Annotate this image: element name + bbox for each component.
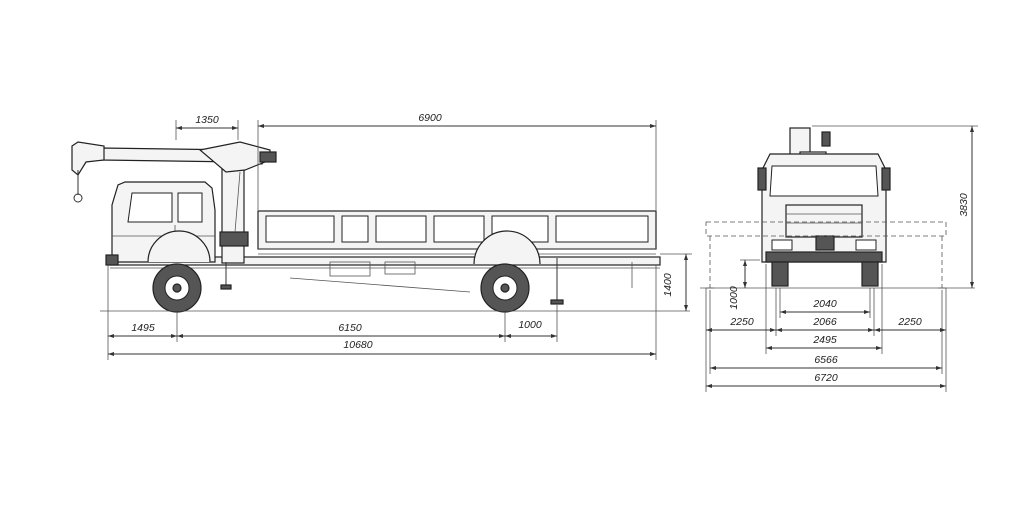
headlight-right xyxy=(855,239,877,251)
front-wheel-right xyxy=(861,261,879,287)
dim-label-total-height: 3830 xyxy=(958,193,970,217)
front-wheel-left xyxy=(771,261,789,287)
fuel-tank xyxy=(329,261,371,277)
dim-label-wheelbase: 6150 xyxy=(338,322,362,334)
dim-label-outrigger-right: 2250 xyxy=(897,316,922,328)
dim-wheelbase: 6150 xyxy=(177,312,506,342)
front-bumper-view xyxy=(765,251,883,263)
dim-label-platform-height: 1400 xyxy=(662,273,674,297)
dim-platform-height: 1400 xyxy=(660,253,692,311)
platform-panels xyxy=(265,215,649,243)
cab-window-rear xyxy=(177,192,203,223)
dim-outrigger-right: 2250 xyxy=(874,316,946,332)
dim-width-mid: 2066 xyxy=(776,316,874,332)
dim-front-overhang: 1495 xyxy=(107,265,178,360)
headlight-left xyxy=(771,239,793,251)
front-wheel xyxy=(147,230,211,313)
dim-label-front-overhang: 1495 xyxy=(131,322,155,334)
windshield xyxy=(769,165,879,197)
crane-base xyxy=(219,231,249,247)
rear-wheel xyxy=(473,230,541,313)
dim-total-height: 3830 xyxy=(812,125,978,288)
dim-label-rear-overhang: 1000 xyxy=(518,319,542,331)
dim-label-outrigger-span: 6566 xyxy=(814,354,838,366)
cab-window-front xyxy=(127,192,173,223)
dim-track: 2040 xyxy=(780,298,870,314)
crane-hook xyxy=(73,193,83,203)
dim-label-width-mid: 2066 xyxy=(812,316,837,328)
dim-label-outrigger-left: 2250 xyxy=(729,316,754,328)
crane-boom-tip xyxy=(71,141,105,176)
dim-platform-length: 6900 xyxy=(257,112,657,210)
dim-outrigger-height: 1000 xyxy=(728,259,760,310)
crane-mast xyxy=(221,167,245,264)
dim-label-platform-length: 6900 xyxy=(418,112,442,124)
front-view: 3830 1000 2040 xyxy=(700,125,978,392)
dim-label-overall-width: 2495 xyxy=(812,334,837,346)
dim-rear-overhang: 1000 xyxy=(505,305,558,342)
mirror-right xyxy=(881,167,891,191)
dim-outrigger-span: 6566 xyxy=(710,354,942,370)
dim-overall-width: 2495 xyxy=(766,334,882,350)
dim-total-length: 10680 xyxy=(108,265,657,360)
dim-outrigger-left: 2250 xyxy=(706,316,776,332)
dim-crane-overhang: 1350 xyxy=(175,114,239,140)
grille xyxy=(785,204,863,238)
dim-label-crane-overhang: 1350 xyxy=(195,114,219,126)
dim-label-outrigger-span-max: 6720 xyxy=(814,372,838,384)
dim-label-outrigger-height: 1000 xyxy=(728,286,740,310)
front-logo xyxy=(815,235,835,251)
mirror-left xyxy=(757,167,767,191)
battery-box xyxy=(384,261,416,275)
drive-shaft xyxy=(289,277,471,293)
dim-label-total-length: 10680 xyxy=(343,339,372,351)
front-bumper xyxy=(105,254,119,266)
side-view: 1350 6900 1400 1495 xyxy=(71,112,692,360)
dim-outrigger-span-max: 6720 xyxy=(706,372,946,388)
dim-label-track: 2040 xyxy=(812,298,837,310)
